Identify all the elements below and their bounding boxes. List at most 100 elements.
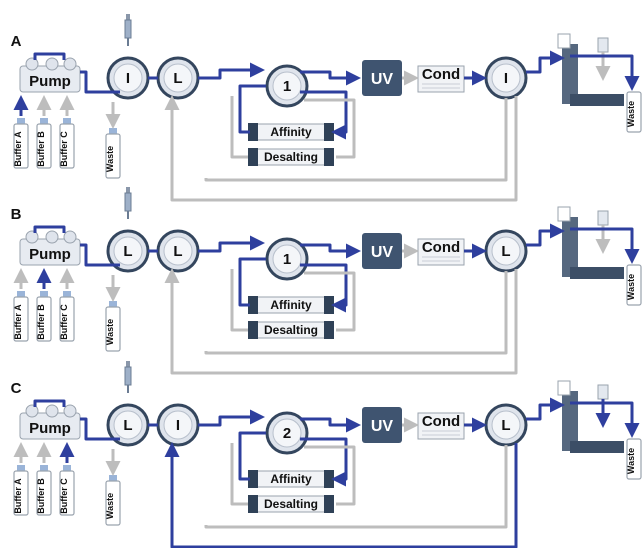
injection-valve: I bbox=[106, 56, 150, 100]
bypass-outer bbox=[164, 442, 518, 549]
bottle-icon: Waste bbox=[105, 475, 121, 526]
bottle-label: Buffer B bbox=[36, 131, 46, 167]
bottle-cap bbox=[40, 118, 48, 124]
valve-face bbox=[272, 71, 302, 101]
outlet-to-collector bbox=[526, 50, 565, 74]
collector-base bbox=[570, 267, 624, 279]
syringe-plunger bbox=[126, 361, 130, 367]
bottle-cap bbox=[17, 465, 25, 471]
column: Affinity bbox=[248, 296, 334, 314]
bottle-cap bbox=[109, 475, 117, 481]
valve-face bbox=[113, 236, 143, 266]
bottle-body bbox=[59, 296, 75, 342]
bottle-label: Buffer C bbox=[59, 478, 69, 514]
pump-label: Pump bbox=[29, 420, 71, 437]
desalting-out bbox=[304, 98, 356, 159]
syringe-icon bbox=[124, 187, 132, 219]
bottle-label: Waste bbox=[105, 319, 115, 345]
bottle-icon: Buffer B bbox=[36, 118, 52, 169]
uv-detector: UV bbox=[362, 407, 402, 443]
bottle-body bbox=[626, 264, 642, 306]
bottle-body bbox=[626, 438, 642, 480]
uv-detector: UV bbox=[362, 60, 402, 96]
valve-label: L bbox=[501, 417, 510, 434]
bottle-body bbox=[36, 470, 52, 516]
outlet-valve: I bbox=[484, 56, 528, 100]
collector-head bbox=[557, 206, 571, 222]
column: Desalting bbox=[248, 495, 334, 513]
pump-manifold bbox=[33, 225, 66, 233]
collector-to-waste bbox=[570, 54, 640, 91]
syringe-barrel bbox=[124, 19, 132, 39]
valve-to-affinity bbox=[300, 437, 348, 487]
bottle-label: Buffer A bbox=[13, 131, 23, 167]
valve-to-affinity bbox=[300, 263, 348, 313]
fraction-collector bbox=[557, 206, 624, 279]
column-endcap bbox=[248, 123, 258, 141]
cond-label: Cond bbox=[422, 413, 460, 430]
pump-head-icon bbox=[45, 404, 59, 418]
bypass-lower bbox=[204, 98, 508, 182]
bottle-label: Buffer A bbox=[13, 304, 23, 340]
panel-label: A bbox=[11, 33, 22, 50]
column-label: Desalting bbox=[264, 150, 318, 164]
bottle-label: Buffer C bbox=[59, 304, 69, 340]
valve-face bbox=[163, 236, 193, 266]
collector-arm bbox=[597, 210, 609, 226]
bottle-icon: Buffer C bbox=[59, 291, 75, 342]
bottle-cap bbox=[17, 291, 25, 297]
bottle-label: Waste bbox=[105, 493, 115, 519]
collector-waste-bottle: Waste bbox=[626, 438, 642, 480]
fraction-collector bbox=[557, 33, 624, 106]
pump-head-icon bbox=[63, 230, 77, 244]
injection-valve: L bbox=[106, 229, 150, 273]
column-label: Affinity bbox=[270, 125, 312, 139]
column-endcap bbox=[324, 321, 334, 339]
column: Desalting bbox=[248, 321, 334, 339]
outlet-to-collector bbox=[526, 397, 565, 421]
bottle-icon: Buffer B bbox=[36, 291, 52, 342]
collector-arm bbox=[597, 384, 609, 400]
bottle-label: Waste bbox=[626, 448, 636, 474]
bottle-body bbox=[13, 123, 29, 169]
column-label: Affinity bbox=[270, 298, 312, 312]
column-label: Desalting bbox=[264, 497, 318, 511]
syringe-barrel bbox=[124, 366, 132, 386]
bypass-outer bbox=[164, 95, 518, 202]
collector-frame bbox=[562, 391, 622, 451]
panel-label: C bbox=[11, 380, 22, 397]
outlet-to-collector bbox=[526, 223, 565, 247]
column: Desalting bbox=[248, 148, 334, 166]
bottle-label: Waste bbox=[626, 101, 636, 127]
desalting-in bbox=[230, 96, 248, 159]
collector-frame bbox=[562, 44, 622, 104]
column-endcap bbox=[324, 296, 334, 314]
pump: Pump bbox=[19, 57, 81, 93]
pump-head-icon bbox=[25, 404, 39, 418]
bottle-label: Buffer C bbox=[59, 131, 69, 167]
collector-head bbox=[557, 33, 571, 49]
cond-label: Cond bbox=[422, 66, 460, 83]
pump-head-icon bbox=[25, 230, 39, 244]
bottle-cap bbox=[63, 291, 71, 297]
collector-arm bbox=[597, 37, 609, 53]
bottle-cap bbox=[63, 465, 71, 471]
column: Affinity bbox=[248, 123, 334, 141]
valve-face bbox=[491, 410, 521, 440]
valve-label: I bbox=[504, 70, 508, 87]
desalting-in bbox=[230, 269, 248, 332]
syringe-barrel bbox=[124, 192, 132, 212]
bottle-cap bbox=[17, 118, 25, 124]
bottle-cap bbox=[40, 291, 48, 297]
desalting-in bbox=[230, 443, 248, 506]
bypass-outer bbox=[164, 268, 518, 375]
panel-label: B bbox=[11, 206, 22, 223]
valve-label: L bbox=[501, 243, 510, 260]
bottle-cap bbox=[109, 301, 117, 307]
bottle-body bbox=[36, 296, 52, 342]
syringe-icon bbox=[124, 361, 132, 393]
bottle-body bbox=[13, 296, 29, 342]
valve-label: 1 bbox=[283, 251, 291, 268]
pump-head-icon bbox=[63, 404, 77, 418]
